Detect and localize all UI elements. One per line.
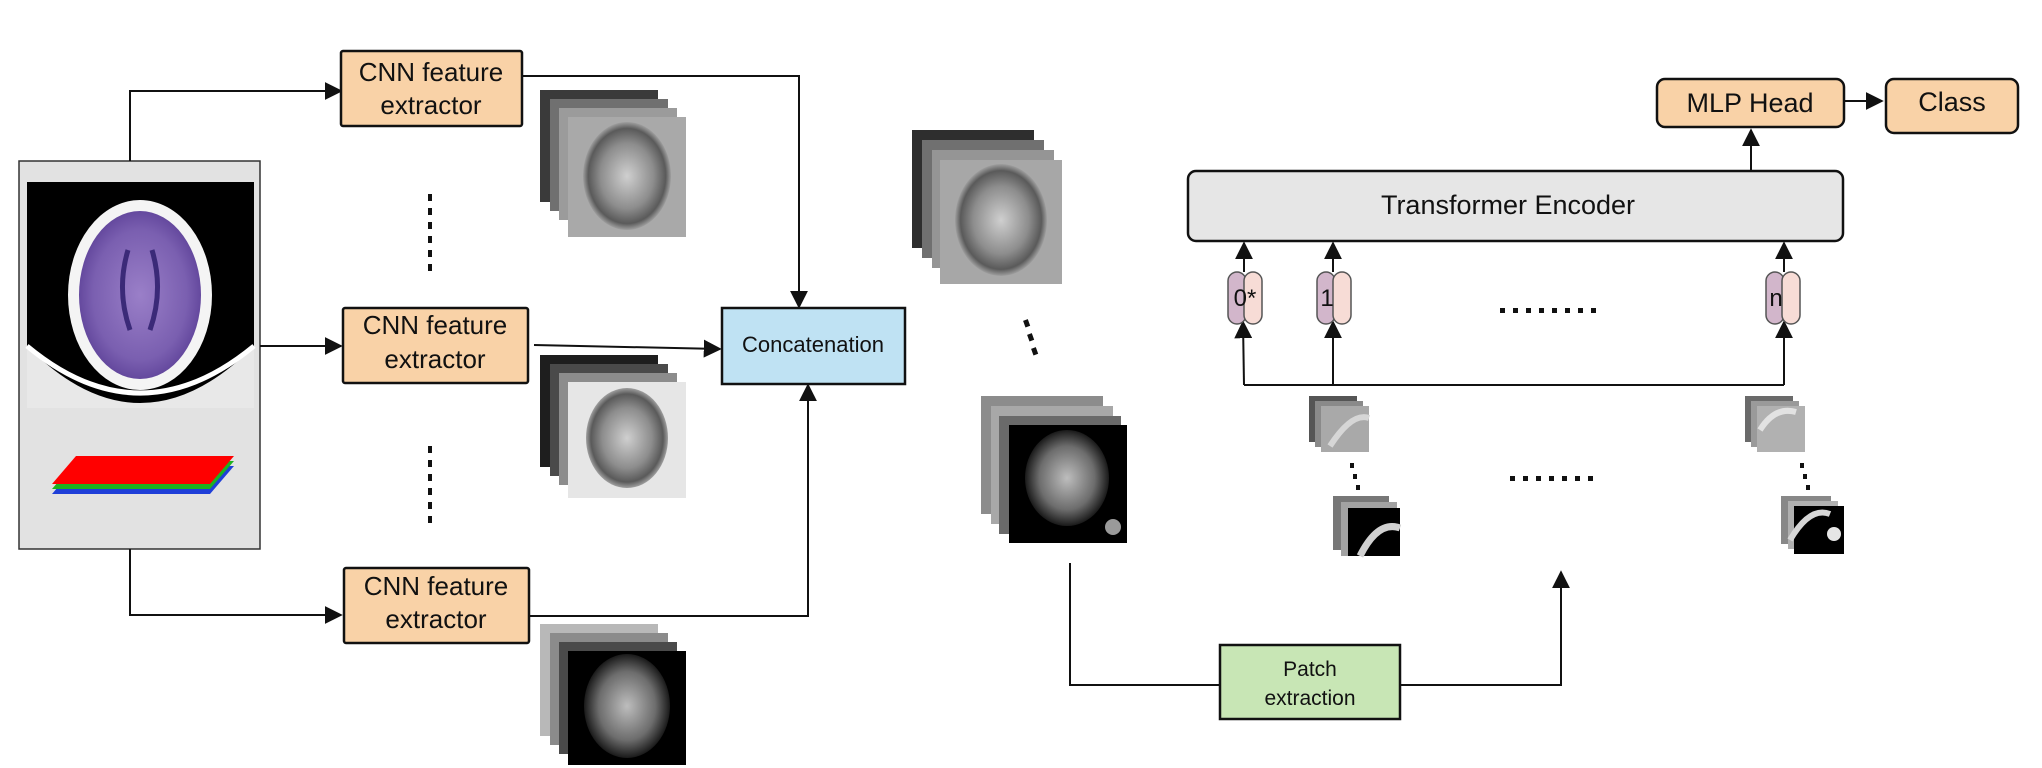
token-1-label: 1 (1320, 285, 1333, 312)
feature-stack-top (540, 90, 686, 237)
concatenation-label: Concatenation (742, 332, 884, 357)
token-n: n (1765, 271, 1801, 325)
patch-line1: Patch (1283, 658, 1337, 681)
class-label: Class (1918, 87, 1986, 117)
cnn-bottom-line2: extractor (385, 604, 486, 634)
input-connectors (129, 82, 343, 624)
cnn-top-line1: CNN feature (359, 57, 504, 87)
token-1: 1 (1316, 271, 1352, 325)
vertical-ellipsis-upper (428, 194, 432, 271)
patch-thumb-1-dots (1350, 463, 1360, 490)
diagonal-ellipsis (1023, 319, 1039, 356)
cnn-bottom-line1: CNN feature (364, 571, 509, 601)
token-0-label: 0* (1234, 285, 1257, 312)
concat-stack-lower (981, 396, 1127, 543)
mlp-head-label: MLP Head (1686, 88, 1813, 118)
cnn-mid-line2: extractor (384, 344, 485, 374)
patch-extraction-block: Patch extraction (1218, 643, 1402, 721)
vertical-ellipsis-lower (428, 446, 432, 523)
patch-line2: extraction (1264, 687, 1355, 710)
patch-thumb-n (1745, 396, 1805, 452)
patch-thumb-1 (1309, 396, 1370, 452)
rgb-channel-stack-icon (52, 456, 234, 494)
patch-thumb-n2 (1781, 496, 1844, 554)
input-panel (18, 160, 261, 550)
horizontal-ellipsis-tokens (1500, 308, 1596, 313)
token-0: 0* (1227, 271, 1263, 325)
concat-connectors (522, 75, 817, 617)
feature-stack-mid (540, 355, 686, 498)
cnn-extractor-bottom: CNN feature extractor (342, 566, 531, 645)
token-n-label: n (1769, 285, 1782, 312)
cnn-extractor-mid: CNN feature extractor (341, 306, 530, 385)
patch-connectors (1069, 563, 1570, 686)
token-bus (1234, 320, 1793, 386)
mlp-head-block: MLP Head (1655, 77, 1846, 129)
patch-thumb-2 (1333, 496, 1402, 558)
cnn-mid-line1: CNN feature (363, 310, 508, 340)
transformer-encoder-block: Transformer Encoder (1186, 169, 1845, 243)
cnn-extractor-top: CNN feature extractor (339, 49, 524, 128)
cnn-top-line2: extractor (380, 90, 481, 120)
encoder-input-arrows (1235, 241, 1793, 272)
concat-stack-upper (912, 130, 1062, 284)
feature-stack-bottom (540, 624, 686, 765)
horizontal-ellipsis-patches (1510, 476, 1593, 481)
ct-scan-image (25, 182, 256, 408)
patch-thumb-n-dots (1800, 463, 1810, 490)
class-block: Class (1884, 77, 2020, 135)
concatenation-block: Concatenation (720, 306, 907, 386)
transformer-encoder-label: Transformer Encoder (1381, 190, 1635, 220)
